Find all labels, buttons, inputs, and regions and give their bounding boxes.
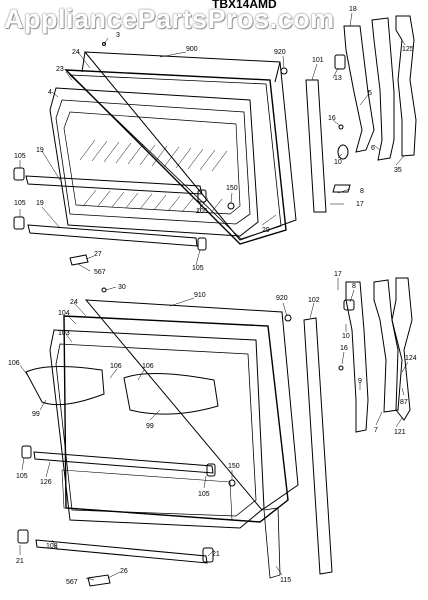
label-920-b: 920 (276, 295, 288, 302)
label-13: 13 (334, 75, 342, 82)
upper-door-assembly (13, 15, 417, 266)
label-29: 29 (262, 227, 270, 234)
label-8-b: 8 (352, 283, 356, 290)
label-87: 87 (400, 399, 408, 406)
lower-hinge-bracket-7 (373, 279, 403, 413)
upper-end-cap-1 (13, 167, 25, 181)
label-99-a: 99 (32, 411, 40, 418)
label-106-a: 106 (8, 360, 20, 367)
label-124: 124 (405, 355, 417, 362)
label-16: 16 (328, 115, 336, 122)
upper-labels: 3 900 920 18 125 24 23 4 101 13 5 16 10 … (14, 6, 414, 276)
label-9: 9 (358, 378, 362, 385)
upper-end-cap-3 (197, 237, 207, 251)
lower-hinge-bracket-121 (391, 277, 413, 421)
label-150-b: 150 (228, 463, 240, 470)
lower-end-cap-1 (21, 445, 32, 459)
label-900: 900 (186, 46, 198, 53)
label-105-b: 105 (196, 208, 208, 215)
label-16-b: 16 (340, 345, 348, 352)
label-26: 26 (120, 568, 128, 575)
upper-hinge-pin (334, 54, 346, 70)
label-23: 23 (56, 66, 64, 73)
label-35: 35 (394, 167, 402, 174)
upper-shelf-bar-2 (27, 224, 198, 247)
label-567-b: 567 (66, 579, 78, 586)
label-5: 5 (368, 90, 372, 97)
lower-bin-right (123, 373, 219, 415)
label-126: 126 (40, 479, 52, 486)
label-108: 108 (46, 543, 58, 550)
label-103: 103 (58, 330, 70, 337)
label-106-c: 106 (142, 363, 154, 370)
lower-door-assembly (17, 277, 413, 587)
label-18: 18 (349, 6, 357, 13)
label-10: 10 (334, 159, 342, 166)
upper-hinge-bracket-5 (343, 25, 375, 153)
label-30: 30 (118, 284, 126, 291)
upper-shelf-bar-1 (25, 175, 203, 195)
upper-bushing (337, 144, 349, 160)
upper-end-cap-2 (13, 216, 25, 230)
label-17-b: 17 (334, 271, 342, 278)
label-17: 17 (356, 201, 364, 208)
label-10-b: 10 (342, 333, 350, 340)
label-101: 101 (312, 57, 324, 64)
label-567-a: 567 (94, 269, 106, 276)
label-7: 7 (374, 427, 378, 434)
label-105-a: 105 (14, 153, 26, 160)
upper-hinge-bracket-6 (371, 17, 395, 161)
lower-door-liner (49, 329, 265, 529)
label-115: 115 (280, 577, 291, 584)
lower-leader-lines (19, 278, 409, 581)
upper-door-liner (49, 87, 259, 237)
upper-screw (280, 67, 288, 75)
label-24: 24 (72, 49, 80, 56)
lower-gasket (63, 315, 289, 523)
label-19-a: 19 (36, 147, 44, 154)
upper-shelf-hatching (79, 139, 228, 215)
label-3: 3 (116, 32, 120, 39)
label-19-b: 19 (36, 200, 44, 207)
label-102: 102 (308, 297, 320, 304)
label-106-b: 106 (110, 363, 122, 370)
label-27: 27 (94, 251, 102, 258)
label-105-d: 105 (192, 265, 204, 272)
label-105-c: 105 (14, 200, 26, 207)
lower-shelf-bar-1 (33, 451, 214, 474)
label-121: 121 (394, 429, 406, 436)
label-104: 104 (58, 310, 70, 317)
label-105-e: 105 (16, 473, 28, 480)
label-99-b: 99 (146, 423, 154, 430)
label-125: 125 (402, 46, 414, 53)
lower-bin-left (25, 365, 105, 406)
upper-nameplate (69, 254, 89, 266)
upper-leader-lines (19, 12, 406, 272)
label-4: 4 (48, 89, 52, 96)
upper-handle (305, 79, 327, 213)
label-21-b: 21 (212, 551, 220, 558)
label-910: 910 (194, 292, 206, 299)
upper-outer-panel (83, 51, 297, 241)
label-150: 150 (226, 185, 238, 192)
lower-end-cap-2 (17, 529, 29, 544)
model-number: TBX14AMD (212, 0, 277, 11)
watermark: AppliancePartsPros.com (4, 4, 335, 34)
upper-hinge-bracket-35 (395, 15, 417, 157)
label-105-f: 105 (198, 491, 210, 498)
upper-gasket (64, 69, 287, 245)
label-8: 8 (360, 188, 364, 195)
lower-outer-panel (84, 299, 299, 511)
lower-handle (303, 317, 333, 575)
lower-hinge-bracket-9 (345, 281, 369, 433)
lower-nameplate (87, 574, 111, 587)
label-6: 6 (371, 145, 375, 152)
label-24-b: 24 (70, 299, 78, 306)
label-21-a: 21 (16, 558, 24, 565)
label-920: 920 (274, 49, 286, 56)
lower-labels: 30 910 920 24 104 103 106 106 106 99 99 … (8, 271, 417, 586)
lower-shelf-bar-2 (35, 539, 208, 564)
